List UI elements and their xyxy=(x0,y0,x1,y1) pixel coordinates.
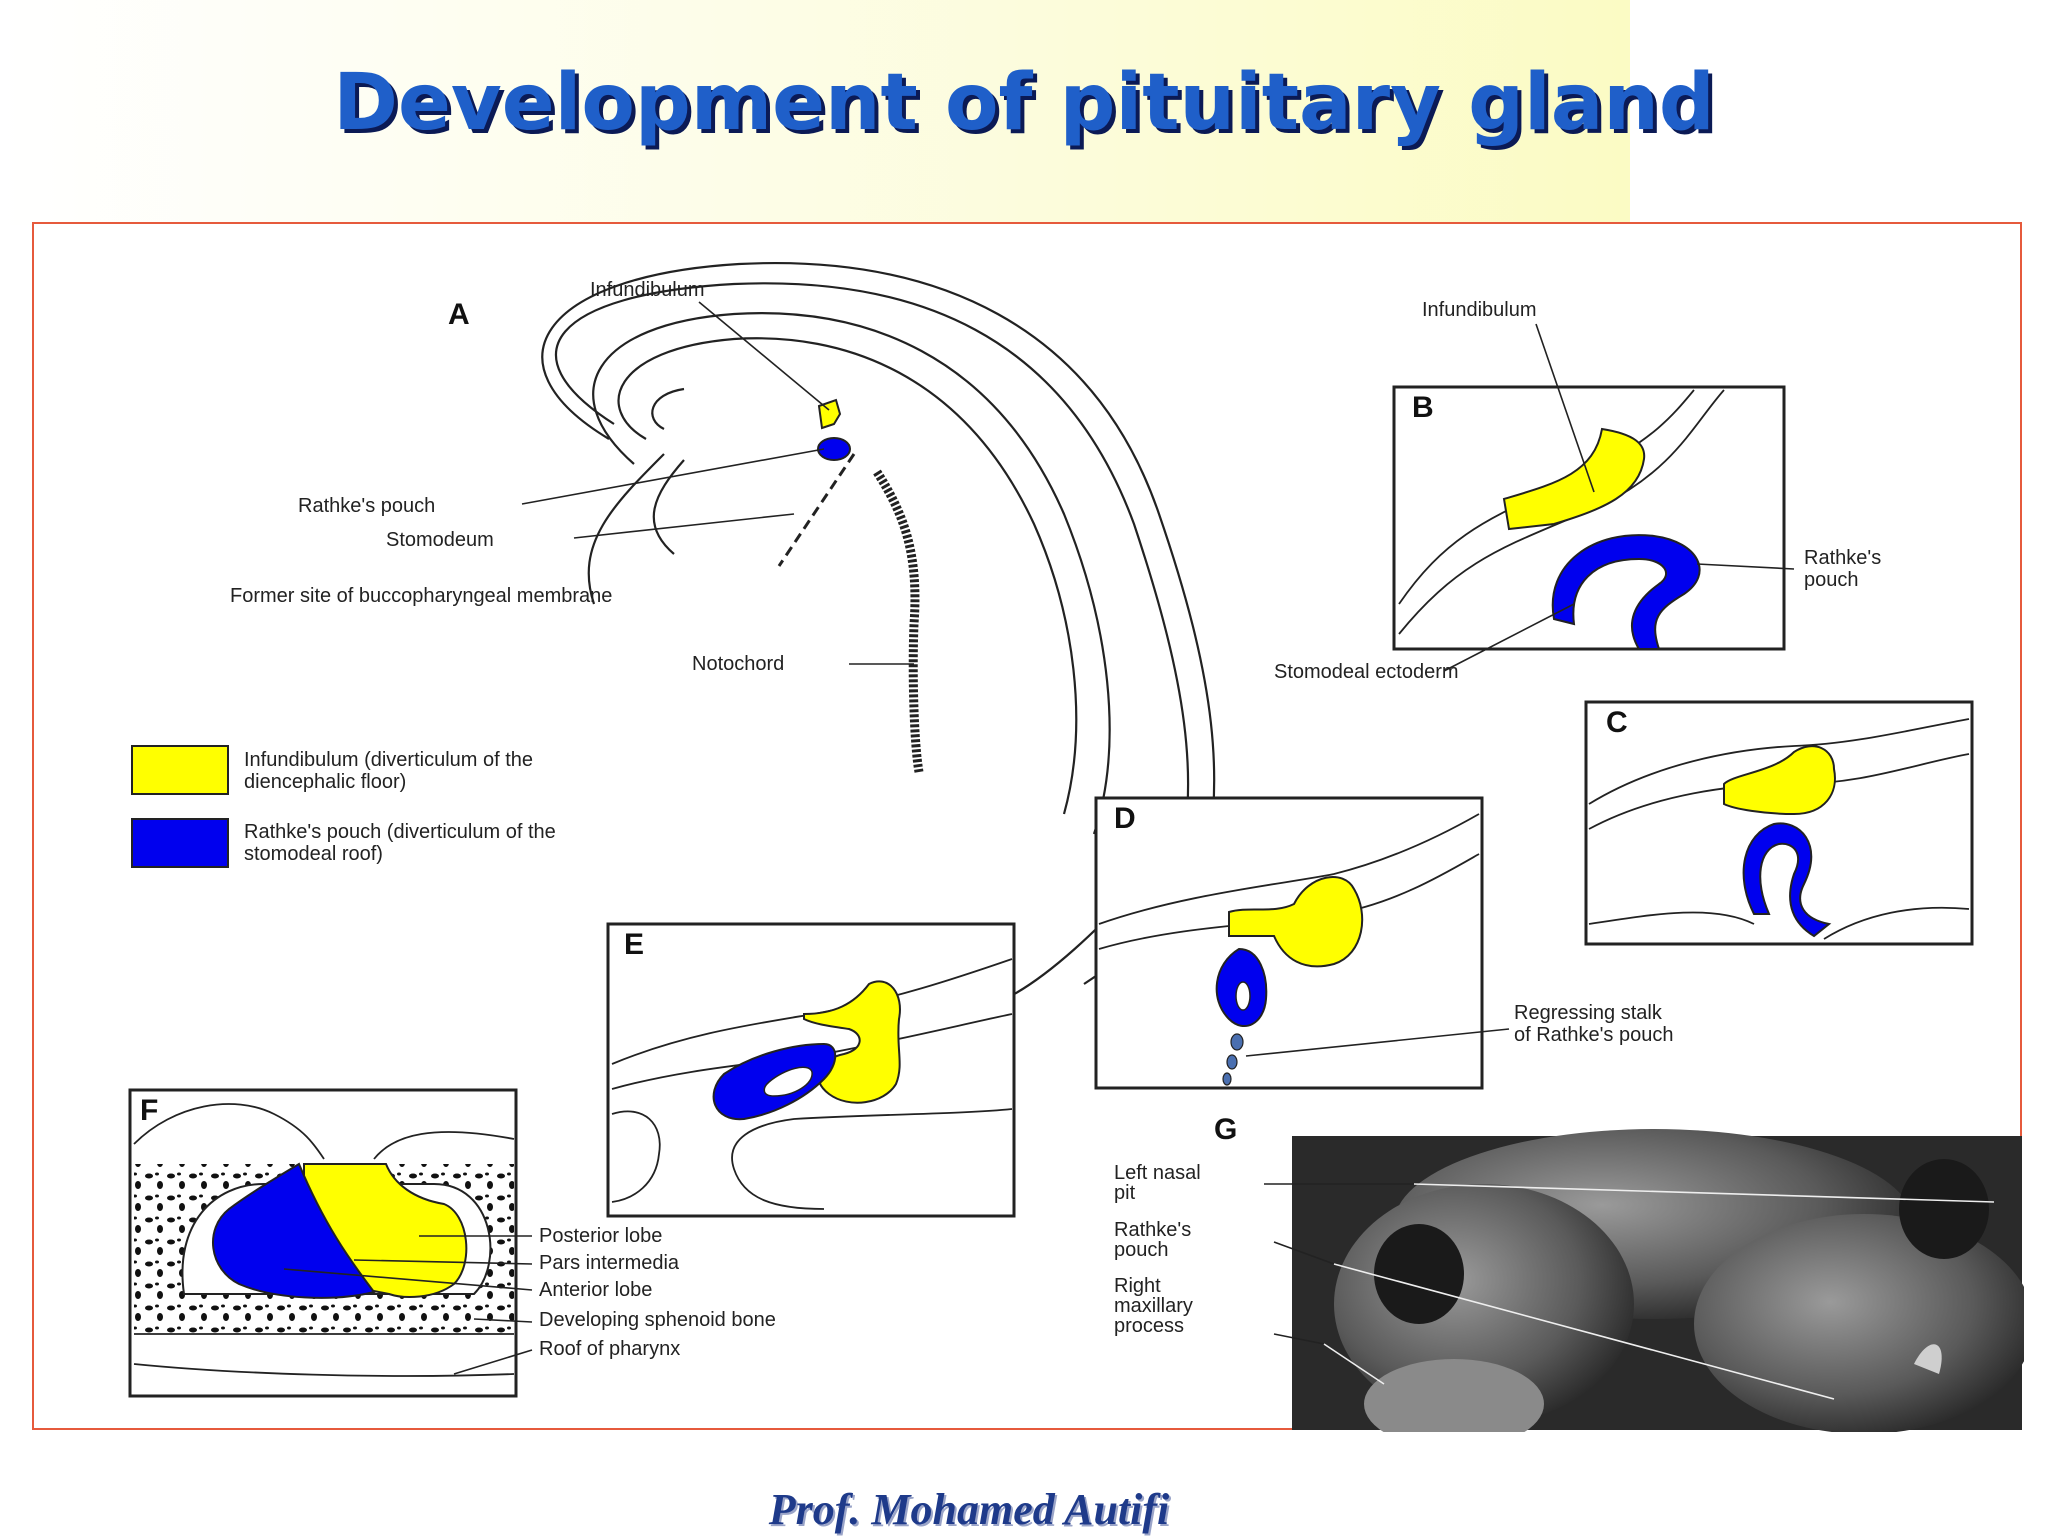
label-f-posterior: Posterior lobe xyxy=(539,1225,662,1247)
panel-d-letter: D xyxy=(1114,802,1136,835)
panel-b-infundibulum xyxy=(1502,427,1646,531)
label-f-anterior: Anterior lobe xyxy=(539,1279,652,1301)
panel-b: B Infundibulum Rathke's pouch Stomodeal … xyxy=(1274,299,1881,683)
label-a-notochord: Notochord xyxy=(692,653,784,675)
panel-d-infundibulum xyxy=(1228,876,1364,968)
label-a-membrane: Former site of buccopharyngeal membrane xyxy=(230,585,612,607)
panel-c-infundibulum xyxy=(1723,745,1836,816)
panel-a-letter: A xyxy=(448,298,470,331)
label-g-maxillary-1: Right xyxy=(1114,1275,1161,1297)
panel-e: E xyxy=(606,922,1016,1218)
title-background xyxy=(0,0,1630,225)
author-footer: Prof. Mohamed Autifi xyxy=(768,1485,1170,1534)
panel-c-letter: C xyxy=(1606,706,1628,739)
panel-g-letter: G xyxy=(1214,1113,1237,1146)
panel-b-rathke xyxy=(1551,534,1701,650)
label-b-rathke-2: pouch xyxy=(1804,569,1859,591)
label-d-stalk-2: of Rathke's pouch xyxy=(1514,1024,1673,1046)
label-g-nasal-2: pit xyxy=(1114,1182,1136,1204)
legend-blue-swatch xyxy=(131,818,229,868)
label-a-stomodeum: Stomodeum xyxy=(386,529,494,551)
regressing-stalk xyxy=(1222,1033,1244,1086)
notochord-shape xyxy=(873,469,924,773)
panel-f-letter: F xyxy=(140,1094,158,1127)
panel-f: F Posterior lobe Pars intermedia Anterio… xyxy=(128,1088,776,1398)
label-d-stalk-1: Regressing stalk xyxy=(1514,1002,1663,1024)
label-a-rathke: Rathke's pouch xyxy=(298,495,435,517)
panel-a-rathke xyxy=(817,437,851,461)
label-f-intermedia: Pars intermedia xyxy=(539,1252,680,1274)
label-b-infundibulum: Infundibulum xyxy=(1422,299,1537,321)
label-f-pharynx: Roof of pharynx xyxy=(539,1338,680,1360)
label-b-rathke-1: Rathke's xyxy=(1804,547,1881,569)
label-g-rathke-2: pouch xyxy=(1114,1239,1169,1261)
pituitary-diagram: A Infundibulum Rathke's pouch Stomode xyxy=(128,262,2024,1432)
membrane-dashes xyxy=(777,453,856,567)
legend-yellow-swatch xyxy=(131,745,229,795)
panel-c-rathke xyxy=(1742,822,1832,938)
legend-yellow-line2: diencephalic floor) xyxy=(244,771,406,793)
label-g-rathke-1: Rathke's xyxy=(1114,1219,1191,1241)
panel-g: G Left nasal pit Rathke's pouch Right ma… xyxy=(1114,1113,2024,1432)
label-g-maxillary-2: maxillary xyxy=(1114,1295,1193,1317)
label-b-ectoderm: Stomodeal ectoderm xyxy=(1274,661,1459,683)
figure-panel: A Infundibulum Rathke's pouch Stomode xyxy=(32,222,2024,1432)
legend-yellow-line1: Infundibulum (diverticulum of the xyxy=(244,749,533,771)
sem-micrograph xyxy=(1292,1129,2024,1432)
legend-blue-line1: Rathke's pouch (diverticulum of the xyxy=(244,821,556,843)
label-a-infundibulum: Infundibulum xyxy=(590,279,705,301)
label-g-maxillary-3: process xyxy=(1114,1315,1184,1337)
panel-b-letter: B xyxy=(1412,391,1434,424)
slide-title: Development of pituitary gland xyxy=(333,58,1715,148)
legend: Infundibulum (diverticulum of the dience… xyxy=(131,745,556,868)
panel-c: C xyxy=(1584,700,1974,946)
panel-f-anterior xyxy=(212,1162,376,1299)
panel-a: A Infundibulum Rathke's pouch Stomode xyxy=(230,262,1216,1006)
label-f-sphenoid: Developing sphenoid bone xyxy=(539,1309,776,1331)
panel-d: D Regressing stalk of Rathke's pouch xyxy=(1094,796,1673,1090)
panel-e-letter: E xyxy=(624,928,644,961)
legend-blue-line2: stomodeal roof) xyxy=(244,843,383,865)
label-g-nasal-1: Left nasal xyxy=(1114,1162,1201,1184)
